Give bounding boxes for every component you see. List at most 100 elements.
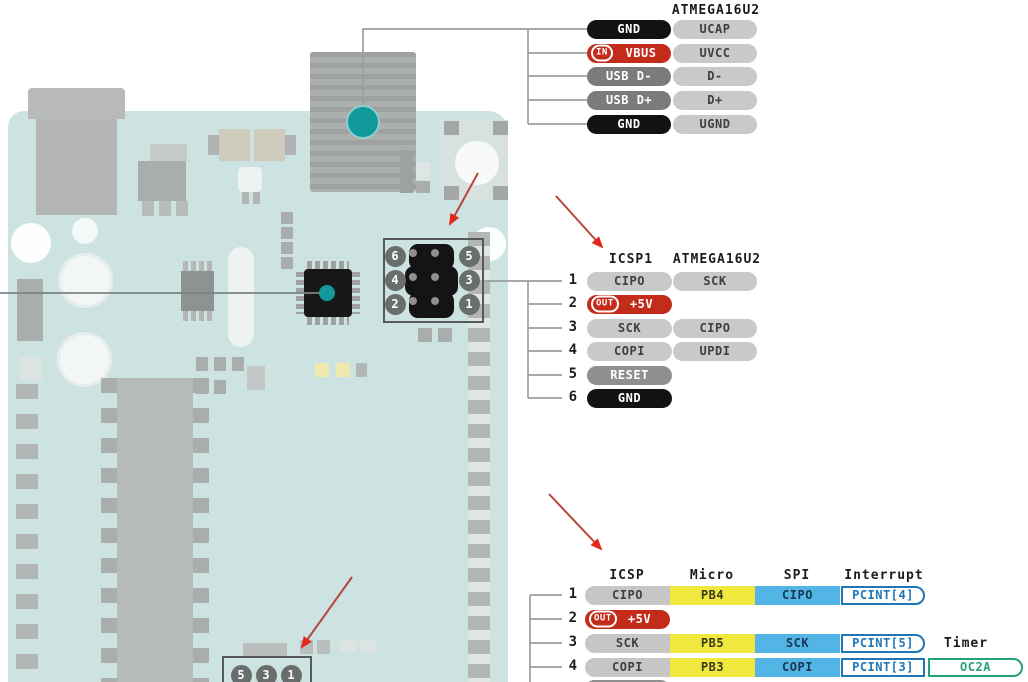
pin-pill: UVCC [673,43,757,63]
smd-resistor [281,257,293,269]
voltage-regulator-tab [150,144,187,161]
pin-pill: UCAP [673,19,757,39]
small-capacitor [72,218,98,244]
power-jack [36,119,117,215]
capacitor-end [208,135,219,155]
qfp-pins [351,272,360,314]
icsp1-connector [409,292,454,318]
mounting-hole [11,223,51,263]
connector-pin-dot [431,249,439,257]
smd-component [416,162,430,180]
pin-pill: CIPO [673,318,757,338]
board-pin-number: 2 [384,293,406,315]
ceramic-capacitor [254,129,285,161]
pin-pill: CIPO [755,585,840,605]
pin-pill: USB D+ [587,90,671,110]
column-header: ATMEGA16U2 [672,252,762,267]
direction-badge: OUT [589,610,617,628]
oscillator-can [228,247,254,347]
crystal-leg [253,192,260,204]
crystal-component [238,167,262,192]
ceramic-capacitor [219,129,250,161]
direction-badge: IN [591,44,613,62]
board-pin-number: 1 [280,664,302,682]
connector-pin-dot [409,297,417,305]
voltage-regulator-leg [176,201,188,216]
smd-resistor [281,212,293,224]
reset-button-leg [493,186,508,200]
pin-pill: SCK [585,633,670,653]
pin-pill: UGND [673,114,757,134]
pin-pill: UPDI [673,341,757,361]
smd-component [214,380,226,394]
smd-component [243,643,287,658]
pin-pill: SCK [673,271,757,291]
icsp-header-outline [222,656,312,682]
pin-number: 2 [568,610,577,626]
pin-pill [585,679,670,682]
pin-pill: RESET [587,365,672,385]
left-header-pads [16,384,38,682]
connector-pin-dot [409,249,417,257]
pin-pill: COPI [587,341,672,361]
crystal-leg [242,192,249,204]
led-yellow [336,363,350,377]
board-pin-number: 6 [384,245,406,267]
smd-pad [356,363,367,377]
smd-component [400,150,413,193]
pin-number: 1 [568,272,577,288]
smd-pad [20,357,42,381]
chip-teal-marker [319,285,335,301]
smd-pad [438,328,452,342]
pin-pill: PB4 [670,585,755,605]
direction-badge: OUT [591,295,619,313]
smd-component [196,380,208,394]
board-pin-number: 5 [230,664,252,682]
pin-pill: CIPO [585,585,670,605]
board-pin-number: 3 [458,269,480,291]
pin-pill: SCK [755,633,840,653]
pin-pill: GND [587,388,672,408]
smd-component [247,366,265,390]
voltage-regulator-leg [159,201,171,216]
pin-number: 3 [568,634,577,650]
pin-pill: PB5 [670,633,755,653]
pin-pill: USB D- [587,66,671,86]
electrolytic-capacitor [57,332,112,387]
pin-label: VBUS [625,46,657,60]
right-header-pads [468,232,490,682]
pin-number: 5 [568,366,577,382]
pin-number: 6 [568,389,577,405]
ic8-pins [183,311,213,321]
dip-chip-legs [101,378,117,682]
pin-pill: GND [587,114,671,134]
ic8-chip [181,271,214,311]
pin-pill: D- [673,66,757,86]
qfp-pins [307,261,349,270]
atmega328-dip-chip [117,378,193,682]
icsp1-header-outline [383,238,484,323]
ic8-pins [183,261,213,271]
pin-pill: D+ [673,90,757,110]
pin-pill: OUT +5V [585,609,670,629]
column-header: ICSP [609,568,645,583]
pin-label: +5V [627,612,652,626]
smd-component [196,357,208,371]
pin-number: 4 [568,658,577,674]
dip-chip-legs [193,378,209,682]
pin-pill: IN VBUS [587,43,671,63]
smd-component [17,279,43,341]
connector-pin-dot [431,297,439,305]
pin-number: 2 [568,295,577,311]
column-header: Interrupt [844,568,924,583]
column-header: Micro [689,568,735,583]
smd-resistor [281,227,293,239]
smd-component [416,181,430,193]
electrolytic-capacitor [58,253,113,308]
pin-number: 3 [568,319,577,335]
pin-number: 1 [568,586,577,602]
voltage-regulator [138,161,186,201]
power-jack-flange [28,88,125,119]
